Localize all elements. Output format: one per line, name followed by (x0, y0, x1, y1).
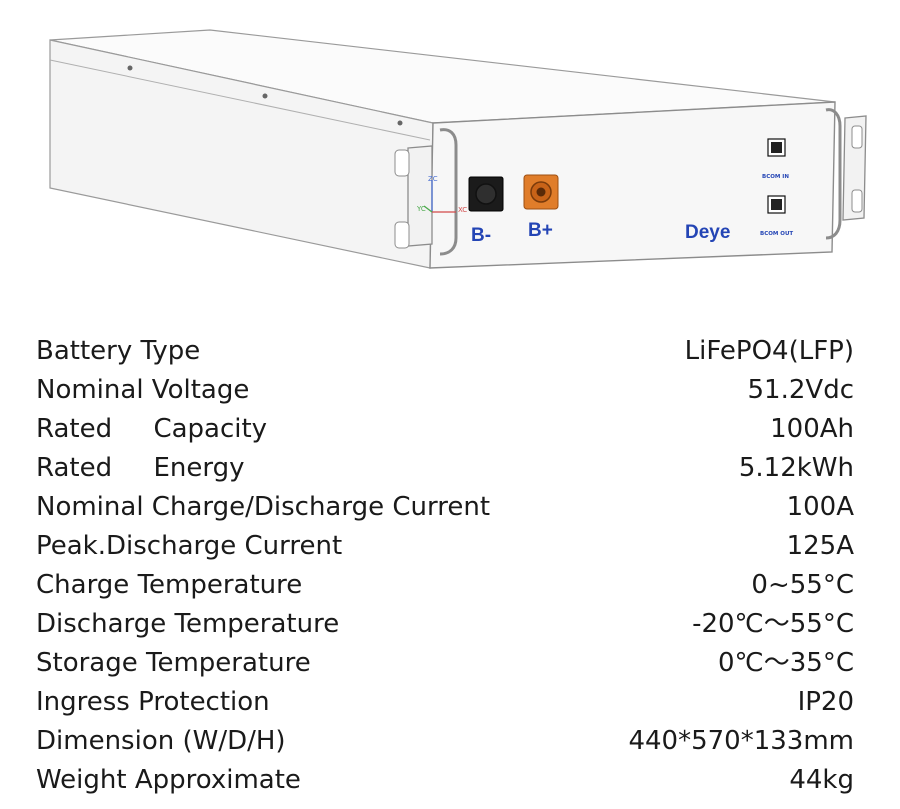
spec-row-ingress-protection: Ingress Protection IP20 (0, 683, 900, 722)
spec-value: IP20 (797, 687, 854, 717)
spec-row-nominal-voltage: Nominal Voltage 51.2Vdc (0, 371, 900, 410)
screw (397, 120, 403, 126)
left-ear (394, 149, 410, 177)
battery-illustration: ZC XC YC B- B+ Deye BCOM IN BCOM OUT (0, 0, 900, 300)
spec-label: Peak.Discharge Current (36, 531, 343, 561)
spec-row-peak-discharge-current: Peak.Discharge Current 125A (0, 527, 900, 566)
spec-value: 5.12kWh (738, 453, 854, 483)
spec-value: LiFePO4(LFP) (684, 336, 854, 366)
spec-label: Battery Type (36, 336, 201, 366)
spec-value: 0℃～35°C (718, 648, 854, 678)
spec-row-rated-capacity: Rated Capacity 100Ah (0, 410, 900, 449)
spec-label: Dimension (W/D/H) (36, 726, 286, 756)
right-ear (851, 125, 863, 149)
spec-label: Weight Approximate (36, 765, 301, 795)
spec-row-weight: Weight Approximate 44kg (0, 761, 900, 800)
left-ear (394, 221, 410, 249)
spec-value: -20℃～55°C (692, 609, 854, 639)
negative-terminal-label: B- (471, 225, 491, 246)
spec-value: 44kg (789, 765, 854, 795)
axis-y-label: YC (416, 205, 426, 213)
spec-label: Nominal Voltage (36, 375, 250, 405)
axis-z-label: ZC (428, 175, 438, 183)
bcom-out-port-socket (771, 199, 782, 210)
spec-row-nominal-current: Nominal Charge/Discharge Current 100A (0, 488, 900, 527)
positive-terminal-label: B+ (528, 220, 553, 241)
spec-row-charge-temperature: Charge Temperature 0~55°C (0, 566, 900, 605)
spec-value: 0~55°C (751, 570, 854, 600)
screw (127, 65, 133, 71)
bcom-in-label: BCOM IN (762, 174, 789, 180)
negative-terminal-socket (475, 183, 497, 205)
right-handle (825, 108, 842, 240)
spec-label: Rated Energy (36, 453, 245, 483)
positive-terminal-pin (536, 187, 546, 197)
spec-label: Discharge Temperature (36, 609, 340, 639)
bcom-out-label: BCOM OUT (760, 231, 793, 237)
spec-row-storage-temperature: Storage Temperature 0℃～35°C (0, 644, 900, 683)
spec-value: 440*570*133mm (628, 726, 854, 756)
spec-value: 125A (786, 531, 854, 561)
spec-label: Ingress Protection (36, 687, 270, 717)
spec-label: Rated Capacity (36, 414, 268, 444)
bcom-in-port-socket (771, 142, 782, 153)
spec-row-dimension: Dimension (W/D/H) 440*570*133mm (0, 722, 900, 761)
spec-row-discharge-temperature: Discharge Temperature -20℃～55°C (0, 605, 900, 644)
brand-logo: Deye (685, 222, 730, 243)
spec-row-battery-type: Battery Type LiFePO4(LFP) (0, 332, 900, 371)
spec-label: Storage Temperature (36, 648, 311, 678)
left-handle (439, 128, 458, 256)
axis-x-label: XC (458, 206, 467, 214)
spec-value: 51.2Vdc (747, 375, 854, 405)
spec-label: Charge Temperature (36, 570, 303, 600)
spec-label: Nominal Charge/Discharge Current (36, 492, 491, 522)
battery-module-drawing: ZC XC YC B- B+ Deye BCOM IN BCOM OUT (49, 29, 867, 269)
axis-y-line (423, 205, 433, 213)
side-rim (49, 59, 431, 141)
left-bracket (407, 145, 433, 247)
screw (262, 93, 268, 99)
spec-value: 100Ah (770, 414, 854, 444)
right-ear (851, 189, 863, 213)
spec-row-rated-energy: Rated Energy 5.12kWh (0, 449, 900, 488)
spec-value: 100A (786, 492, 854, 522)
